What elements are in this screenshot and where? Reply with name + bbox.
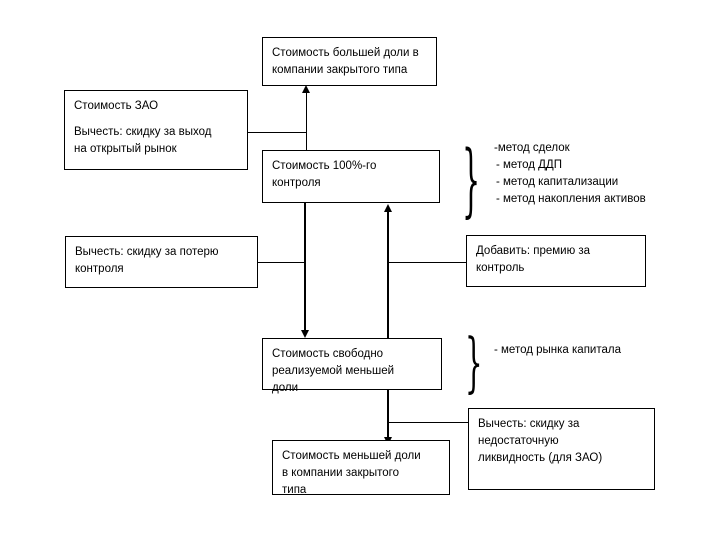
- node-subtract-liquidity-discount-line3: ликвидность (для ЗАО): [478, 452, 603, 464]
- node-minority-stake-line1: Стоимость меньшей доли: [282, 450, 421, 462]
- arrowhead-up-majority: [302, 85, 310, 93]
- node-add-control-premium-line2: контроль: [476, 262, 525, 274]
- connector-premium-to-trunk: [389, 262, 466, 263]
- method-control-item-1: - метод ДДП: [496, 159, 562, 171]
- connector-freely-to-minority-stake: [387, 390, 389, 439]
- node-majority-stake-line1: Стоимость большей доли в: [272, 47, 419, 59]
- connector-minority-to-control100: [387, 211, 389, 339]
- connector-control100-to-majority: [306, 92, 307, 150]
- connector-zao-to-majority-line: [248, 132, 307, 133]
- arrowhead-down-freely-marketable: [301, 330, 309, 338]
- node-freely-marketable-minority-line3: доли: [272, 382, 298, 394]
- method-minority-item-0: - метод рынка капитала: [494, 344, 621, 356]
- node-add-control-premium[interactable]: Добавить: премию за контроль: [466, 235, 646, 287]
- connector-loss-of-control-to-trunk: [258, 262, 305, 263]
- node-zao-value-line3: на открытый рынок: [74, 143, 177, 155]
- method-control-item-2: - метод капитализации: [496, 176, 619, 188]
- node-majority-stake[interactable]: Стоимость большей доли в компании закрыт…: [262, 37, 437, 86]
- connector-liquidity-to-trunk: [389, 422, 468, 423]
- node-freely-marketable-minority[interactable]: Стоимость свободно реализуемой меньшей д…: [262, 338, 442, 394]
- node-subtract-liquidity-discount[interactable]: Вычесть: скидку за недостаточную ликвидн…: [468, 408, 655, 490]
- method-control-item-3: - метод накопления активов: [496, 193, 646, 205]
- node-zao-value-line1: Стоимость ЗАО: [74, 100, 159, 112]
- node-add-control-premium-line1: Добавить: премию за: [476, 245, 591, 257]
- node-control-100-line2: контроля: [272, 177, 321, 189]
- node-freely-marketable-minority-line1: Стоимость свободно: [272, 348, 384, 360]
- node-minority-stake[interactable]: Стоимость меньшей доли в компании закрыт…: [272, 440, 450, 496]
- node-control-100[interactable]: Стоимость 100%-го контроля: [262, 150, 440, 203]
- node-subtract-loss-of-control-line1: Вычесть: скидку за потерю: [75, 246, 219, 258]
- arrowhead-up-control100: [384, 204, 392, 212]
- spacer: [74, 115, 239, 124]
- node-subtract-loss-of-control-line2: контроля: [75, 263, 124, 275]
- node-control-100-line1: Стоимость 100%-го: [272, 160, 377, 172]
- brace-minority-methods: }: [465, 324, 483, 400]
- node-subtract-liquidity-discount-line2: недостаточную: [478, 435, 559, 447]
- node-majority-stake-line2: компании закрытого типа: [272, 64, 408, 76]
- brace-control-methods: }: [462, 133, 481, 226]
- node-subtract-loss-of-control[interactable]: Вычесть: скидку за потерю контроля: [65, 236, 258, 288]
- node-zao-value[interactable]: Стоимость ЗАО Вычесть: скидку за выход н…: [64, 90, 248, 170]
- method-control-item-0: -метод сделок: [494, 142, 570, 154]
- node-zao-value-line2: Вычесть: скидку за выход: [74, 126, 212, 138]
- node-subtract-liquidity-discount-line1: Вычесть: скидку за: [478, 418, 580, 430]
- node-freely-marketable-minority-line2: реализуемой меньшей: [272, 365, 395, 377]
- connector-control100-to-minority: [304, 203, 306, 331]
- node-minority-stake-line3: типа: [282, 484, 307, 496]
- node-minority-stake-line2: в компании закрытого: [282, 467, 400, 479]
